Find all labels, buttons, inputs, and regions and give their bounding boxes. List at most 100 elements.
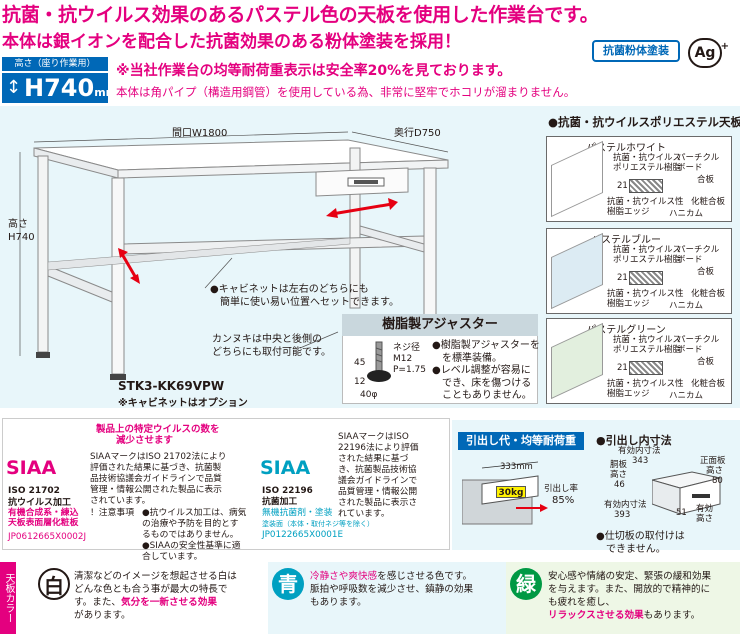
siaa-virus-logo: SIAA [6,450,74,486]
tabletop-heading: ●抗菌・抗ウイルスポリエステル天板 [548,115,740,129]
workbench-illustration [19,131,449,380]
safety-notice: ※当社作業台の均等耐荷重表示は安全率20%を見ております。 [116,63,512,79]
ag-label: Ag [694,45,716,61]
caution-2: の治療や予防を目的とす [142,519,239,529]
layer-ply: 合板 [697,175,715,185]
height-dim-label: 高さ [8,219,28,230]
crossbar-note-line1: カンヌキは中央と後側の [212,334,322,345]
blue-desc-3: もあります。 [310,597,367,608]
blue-kanji-icon: 青 [272,568,304,600]
layer-thickness: 21 [617,273,628,283]
layer-diagram [629,179,663,193]
swatch-sample [551,232,603,310]
siaa2-desc-2: 22196法により評価 [338,443,419,453]
swatch-sample [551,140,603,218]
adjuster-note-2: を標準装備。 [442,352,502,364]
height-label: 高さ（座り作業用） [2,57,108,71]
drawer-load-depth: 333mm [500,462,533,472]
iso22196-agent-1: 無機抗菌剤・塗装 [262,508,333,518]
layer-ply: 合板 [697,357,715,367]
layer-thickness: 21 [617,181,628,191]
layer-top-2: ポリエステル樹脂 [613,255,682,265]
caution-5: 合しています。 [142,552,203,562]
blue-desc-1b: を感じさせる色です。 [377,571,473,582]
layer-honeycomb: ハニカム [669,301,704,311]
siaa2-desc-5: 議会ガイドラインで [338,476,418,486]
adjuster-note-3: ●レベル調整が容易に [432,365,531,376]
swatch-green: パステルグリーン 抗菌・抗ウイルスポリエステル樹脂 パーチクルボード 合板 21… [546,318,732,404]
swatch-blue: パステルブルー 抗菌・抗ウイルスポリエステル樹脂 パーチクルボード 合板 21 … [546,228,732,314]
virus-note-2: 減少させます [116,435,174,446]
layer-particle: パーチクルボード [677,245,719,265]
iso21702-sub: 抗ウイルス加工 [8,498,72,508]
side-height-label: 胴板 [610,460,628,470]
drawer-load-title: 引出し代・均等耐荷重 [458,432,584,450]
siaa-description: SIAAマークはISO 21702法により 評価された結果に基づき、抗菌製 品技… [90,452,227,507]
page-subtitle: 本体は銀イオンを配合した抗菌効果のある粉体塗装を採用！ [2,32,461,52]
siaa-antibacterial-logo: SIAA [260,450,328,486]
siaa-text: SIAA [6,457,57,479]
front-height-label: 正面板 [700,456,726,466]
divider-note-1: ●仕切板の取付けは [596,531,685,542]
white-desc-4: があります。 [74,610,131,621]
layer-particle-2: ボード [677,255,703,265]
iso21702-agent-1: 有機合成系・練込 [8,508,79,518]
layer-thickness: 21 [617,363,628,373]
inner-depth-value: 343 [632,456,649,466]
swatch-label: パステルブルー [591,235,661,246]
layer-compound: 化粧合板 [691,289,726,299]
blue-desc-1: 冷静さや爽快感を感じさせる色です。 [310,570,473,583]
effective-height-value: 51 [676,508,687,518]
height-value: H740 [24,74,95,102]
layer-ply: 合板 [697,267,715,277]
layer-edge-2: 樹脂エッジ [607,207,650,217]
siaa2-desc-4: き、抗菌製品技術協 [338,465,417,475]
iso21702-title: ISO 21702 [8,486,60,496]
certification-panel [2,418,450,550]
adjuster-height-45: 45 [354,358,366,368]
adjuster-height-12: 12 [354,377,366,387]
siaa-desc-4: 管理・情報公開された製品に表示 [90,485,222,495]
green-desc-4b: もあります。 [643,610,701,621]
divider-note-2: できません。 [606,544,666,555]
layer-edge-2: 樹脂エッジ [607,299,650,309]
layer-top: 抗菌・抗ウイルスポリエステル樹脂 [613,335,681,355]
silver-ion-badge: Ag+ [688,38,729,68]
inner-width-value: 393 [614,510,631,520]
layer-particle: パーチクルボード [677,153,719,173]
inner-depth-label: 有効内寸法 [618,446,661,456]
layer-particle-1: パーチクル [677,153,720,163]
option-note: ※キャビネットはオプション [118,398,248,409]
tabletop-color-strip: 天板カラー [0,562,16,634]
iso22196-code: JP0122665X0001E [262,530,344,540]
drawer-ratio-label: 引出し率 [544,484,579,494]
layer-edge-1: 抗菌・抗ウイルス性 [607,197,684,207]
layer-compound: 化粧合板 [691,379,726,389]
swatch-label: パステルホワイト [586,143,666,154]
adjuster-diameter: 40φ [360,390,378,400]
layer-edge-1: 抗菌・抗ウイルス性 [607,289,684,299]
layer-particle-2: ボード [677,163,703,173]
layer-top-1: 抗菌・抗ウイルス [613,153,682,163]
layer-diagram [629,361,663,375]
drawer-ratio-value: 85% [552,495,575,506]
adjuster-note-4: でき、床を傷つける [442,377,532,389]
white-desc-3a: す。また、 [74,597,122,608]
green-desc-4: リラックスさせる効果もあります。 [548,609,711,622]
white-desc-3: す。また、気分を一新させる効果 [74,596,237,609]
swatch-white: パステルホワイト 抗菌・抗ウイルスポリエステル樹脂 パーチクルボード 合板 21… [546,136,732,222]
siaa-desc-5: されています。 [90,496,151,506]
layer-edge-1: 抗菌・抗ウイルス性 [607,379,684,389]
drawer-size-title: ●引出し内寸法 [596,434,672,447]
depth-dimension: 奥行D750 [394,128,441,139]
white-desc-2: どんな色とも合う事が最大の特長で [74,584,228,595]
caution-3: るものではありません。 [142,530,239,540]
drawer-size-diagram [652,471,721,515]
layer-top: 抗菌・抗ウイルスポリエステル樹脂 [613,153,681,173]
side-height-value: 46 [614,480,625,490]
width-dimension: 間口W1800 [172,128,228,139]
virus-note-1: 製品上の特定ウイルスの数を [96,424,220,435]
blue-desc-2: 脈拍や呼吸数を減少させ、鎮静の効果 [310,584,474,595]
caution-label: ！注意事項 [90,508,134,518]
